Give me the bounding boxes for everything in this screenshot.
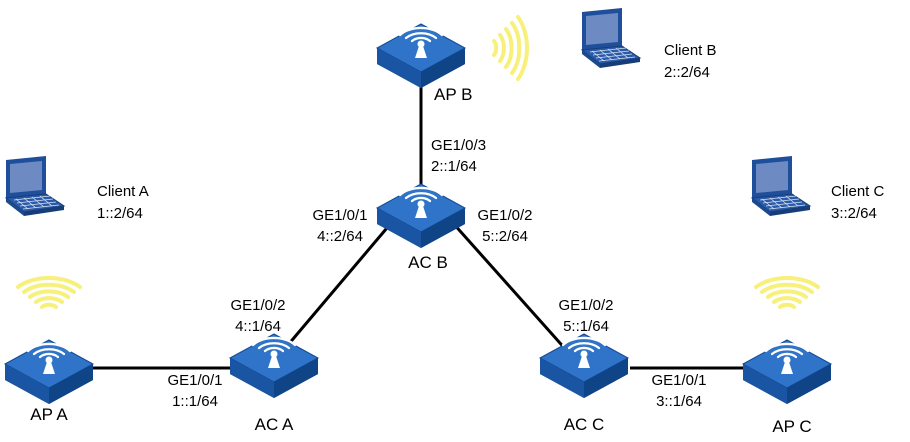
- client-c-name: Client C: [831, 183, 885, 200]
- acb-aca-addr: 4::2/64: [317, 228, 363, 245]
- client-a-name: Client A: [97, 183, 149, 200]
- link-aca-acb: [280, 221, 394, 353]
- aca-acb-iface: GE1/0/2: [230, 297, 285, 314]
- ac-b-label: AC B: [408, 253, 448, 272]
- ac-c-label: AC C: [564, 415, 605, 434]
- access-controller-icon: [375, 182, 467, 250]
- acb-acc-iface: GE1/0/2: [477, 207, 532, 224]
- apa-aca-addr: 1::1/64: [172, 393, 218, 410]
- wifi-signal-icon: [16, 276, 82, 309]
- access-point-icon: [3, 338, 95, 406]
- acc-apc-addr: 3::1/64: [656, 393, 702, 410]
- laptop-icon: [751, 155, 811, 217]
- laptop-icon: [581, 7, 641, 69]
- laptop-icon: [5, 155, 65, 217]
- link-acb-acc: [450, 221, 570, 353]
- client-b-address: 2::2/64: [664, 64, 710, 81]
- wifi-signal-icon: [492, 15, 529, 81]
- acc-apc-iface: GE1/0/1: [651, 372, 706, 389]
- access-point-icon: [375, 22, 467, 90]
- access-controller-icon: [228, 332, 320, 400]
- client-c-address: 3::2/64: [831, 205, 877, 222]
- client-a-address: 1::2/64: [97, 205, 143, 222]
- acb-apb-iface: GE1/0/3: [431, 137, 486, 154]
- acb-acc-addr: 5::2/64: [482, 228, 528, 245]
- access-point-icon: [741, 338, 833, 406]
- apa-aca-iface: GE1/0/1: [167, 372, 222, 389]
- ap-c-label: AP C: [772, 417, 811, 436]
- acb-aca-iface: GE1/0/1: [312, 207, 367, 224]
- access-controller-icon: [538, 332, 630, 400]
- acc-acb-addr: 5::1/64: [563, 318, 609, 335]
- acc-acb-iface: GE1/0/2: [558, 297, 613, 314]
- wifi-signal-icon: [754, 276, 820, 309]
- ac-a-label: AC A: [255, 415, 294, 434]
- ap-b-label: AP B: [434, 85, 472, 104]
- acb-apb-addr: 2::1/64: [431, 158, 477, 175]
- ap-a-label: AP A: [30, 405, 68, 424]
- links: [90, 86, 745, 370]
- aca-acb-addr: 4::1/64: [235, 318, 281, 335]
- client-b-name: Client B: [664, 42, 717, 59]
